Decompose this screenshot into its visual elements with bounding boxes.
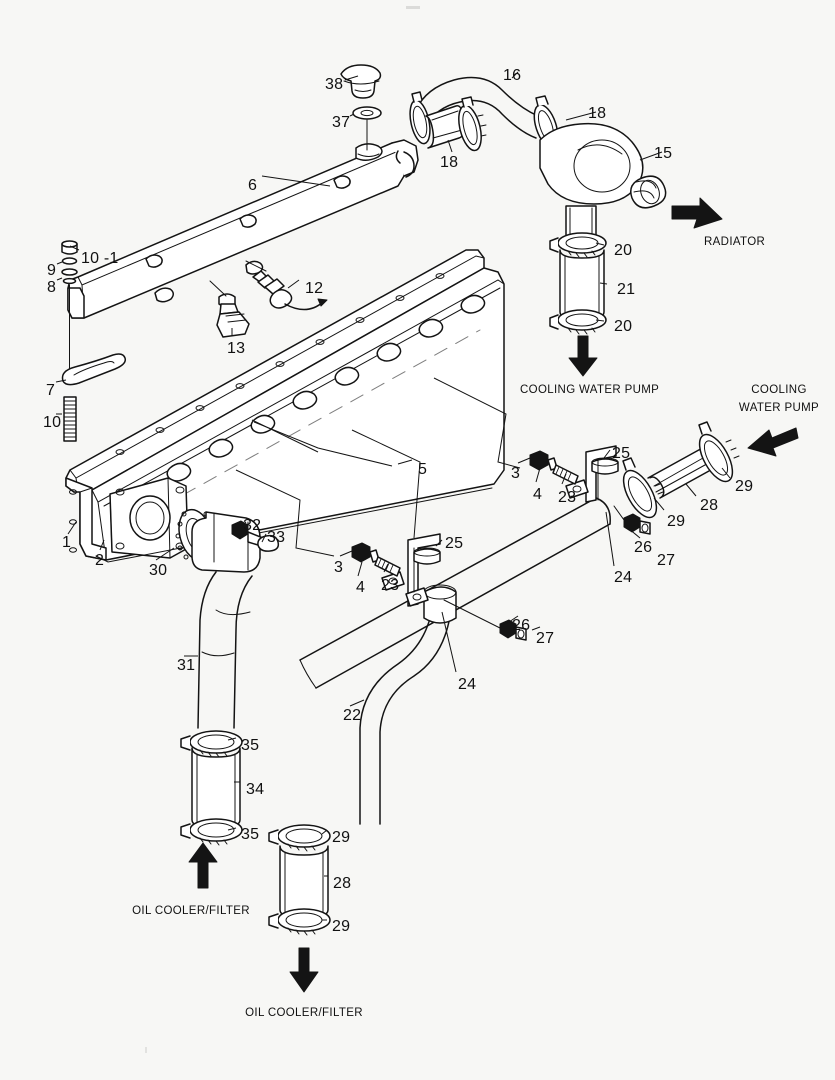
nut-26-bolt-27-right	[613, 505, 651, 535]
callout-hose-clamp-outlet-bottom: 20	[614, 318, 633, 335]
callout-hose-clamp-29-a: 29	[735, 478, 754, 495]
flow-label-cooling-water-pump-flow-2-line2: WATER PUMP	[738, 402, 820, 414]
flow-arrow-oil-cooler-1	[188, 842, 218, 889]
hose-clamp-18-right	[458, 96, 487, 152]
callout-nut-3-right: 3	[511, 465, 521, 482]
callout-manifold-gasket: 2	[95, 552, 105, 569]
flow-arrow-radiator	[671, 197, 723, 229]
callout-water-pipe-24-right: 24	[614, 569, 633, 586]
hose-clamp-35-bottom	[180, 818, 243, 846]
hose-clamp-20-bottom	[549, 309, 607, 335]
callout-hose-clamp-outlet-top: 20	[614, 242, 633, 259]
callout-bolt-23-left: 23	[381, 577, 400, 594]
callout-bracket-plate: 7	[46, 382, 56, 399]
filler-cap-38	[340, 64, 382, 99]
callout-nut-32: 32	[243, 517, 262, 534]
temperature-switch-13	[209, 280, 250, 338]
callout-oil-cooler-pipe-22: 22	[343, 707, 362, 724]
hose-coupler-mid	[425, 105, 466, 149]
callout-plug-nut: 10 -1	[81, 250, 119, 267]
hose-clamp-35-top	[180, 730, 243, 758]
callout-bolt-23-right: 23	[558, 489, 577, 506]
callout-hose-clamp-29-c: 29	[332, 829, 351, 846]
callout-hose-clamp-35-top: 35	[241, 737, 260, 754]
callout-washer-9: 9	[47, 262, 57, 279]
hose-clamp-20-top	[549, 232, 607, 258]
callout-hose-clamp-upper-left: 18	[440, 154, 459, 171]
callout-water-pipe-24-left: 24	[458, 676, 477, 693]
callout-water-pump-inlet-hose: 21	[617, 281, 636, 298]
callout-hose-clamp-29-d: 29	[332, 918, 351, 935]
callout-oil-cooler-pipe-31: 31	[177, 657, 196, 674]
callout-bolt-5: 5	[418, 461, 428, 478]
flow-arrow-cooling-water-pump-2	[747, 427, 799, 457]
callout-bolt-33: 33	[267, 529, 286, 546]
callout-bolt-27-left: 27	[536, 630, 555, 647]
callout-temperature-switch: 13	[227, 340, 246, 357]
flow-label-cooling-water-pump-flow-1: COOLING WATER PUMP	[520, 384, 660, 396]
callout-hose-clamp-29-b: 29	[667, 513, 686, 530]
thermostat-housing-15	[539, 122, 667, 237]
clamp-bracket-25-left	[381, 533, 441, 607]
callout-hose-clamp-upper-right: 18	[588, 105, 607, 122]
callout-nut-26-right: 26	[634, 539, 653, 556]
callout-manifold-housing: 1	[62, 534, 72, 551]
callout-temperature-sender: 12	[305, 280, 324, 297]
callout-bolt-27-right: 27	[657, 552, 676, 569]
hose-clamp-29-c	[268, 824, 331, 852]
manifold-housing-1	[65, 249, 505, 561]
callout-oil-cooler-hose-34: 34	[246, 781, 265, 798]
callout-clamp-bracket-25-left: 25	[445, 535, 464, 552]
water-manifold-tube-6	[67, 139, 419, 319]
bolt-assembly-left	[351, 542, 401, 577]
callout-stud-bolt: 10	[43, 414, 62, 431]
flow-label-cooling-water-pump-flow-2-line1: COOLING	[751, 384, 807, 396]
plug-stack	[61, 240, 127, 442]
callout-oil-cooler-hose-28: 28	[333, 875, 352, 892]
manifold-gasket-2	[95, 487, 493, 563]
scan-artifact-bottom	[145, 1047, 147, 1053]
callout-pump-inlet-hose-28-right: 28	[700, 497, 719, 514]
scan-artifact-top	[406, 6, 420, 9]
callout-clamp-bracket-25-right: 25	[612, 445, 631, 462]
callout-nut-26-left: 26	[512, 617, 531, 634]
callout-upper-hose: 16	[503, 67, 522, 84]
callout-washer-4-left: 4	[356, 579, 366, 596]
flow-label-oil-cooler-filter-flow-2: OIL COOLER/FILTER	[245, 1007, 363, 1019]
leader-lines	[55, 71, 731, 921]
callout-water-manifold-tube: 6	[248, 177, 258, 194]
flow-arrow-cooling-water-pump-1	[568, 335, 598, 377]
temperature-sender-12	[245, 260, 328, 311]
hose-clamp-18-left	[409, 91, 431, 145]
callout-outlet-flange-30: 30	[149, 562, 168, 579]
filler-neck	[355, 119, 383, 161]
nut-26-bolt-27-left	[443, 599, 527, 641]
oil-cooler-pipe-31	[197, 571, 253, 729]
hose-clamp-29-a	[698, 421, 740, 483]
callout-hose-clamp-35-bottom: 35	[241, 826, 260, 843]
callout-washer-8: 8	[47, 279, 57, 296]
water-pipe-22	[359, 591, 453, 825]
flow-arrow-oil-cooler-2	[289, 947, 319, 993]
callout-cap-gasket: 37	[332, 114, 351, 131]
flow-label-oil-cooler-filter-flow-1: OIL COOLER/FILTER	[132, 905, 250, 917]
pipe-bracket-joins	[413, 459, 599, 593]
callout-filler-cap: 38	[325, 76, 344, 93]
callout-washer-4-right: 4	[533, 486, 543, 503]
callout-thermostat-housing: 15	[654, 145, 673, 162]
hose-clamp-29-d	[268, 908, 331, 936]
oil-cooler-hose-34	[191, 747, 241, 829]
callout-nut-3-left: 3	[334, 559, 344, 576]
flow-label-radiator-flow: RADIATOR	[704, 236, 766, 248]
cap-gasket-37	[352, 106, 382, 120]
oil-cooler-hose-28	[279, 845, 329, 919]
hose-clamp-29-b	[622, 457, 664, 519]
